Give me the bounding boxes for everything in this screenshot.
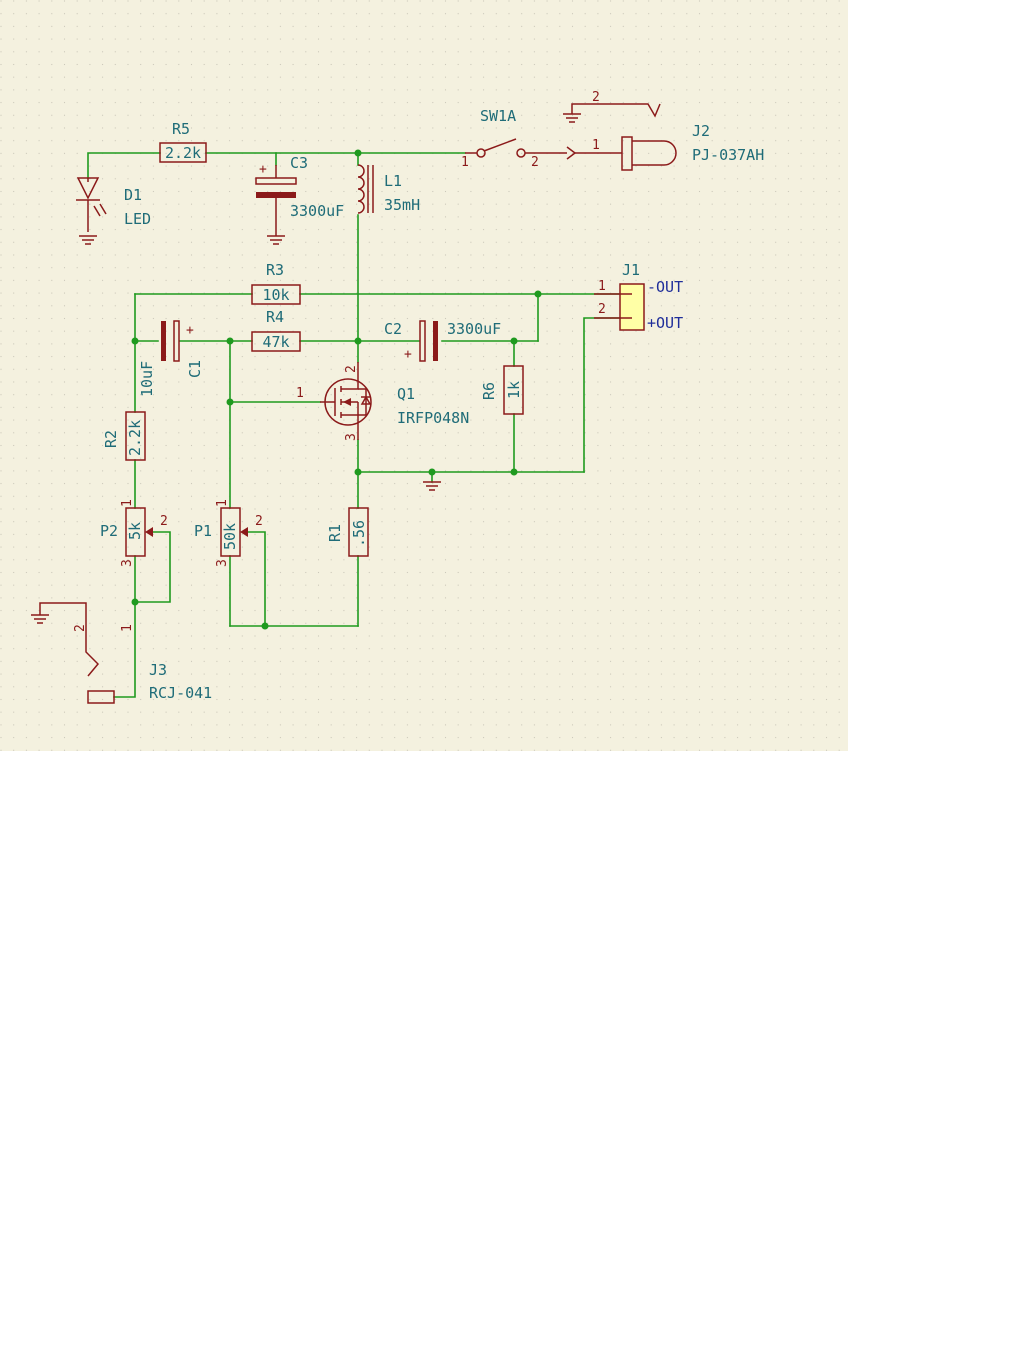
resistor-r3[interactable]: 10k R3 xyxy=(251,261,301,305)
resistor-r5[interactable]: 2.2k R5 xyxy=(159,120,207,163)
potentiometer-p1[interactable]: 50k P1 1 2 3 xyxy=(194,499,263,567)
jack-j2[interactable]: 2 1 J2 PJ-037AH xyxy=(563,90,764,171)
c1-value: 10uF xyxy=(138,361,156,397)
schematic-sheet: 2.2k R5 D1 LED + C3 3300uF L1 35mH xyxy=(0,0,848,751)
l1-value: 35mH xyxy=(384,196,420,214)
j2-pin2: 2 xyxy=(592,90,600,105)
sw1a-ref: SW1A xyxy=(480,107,516,125)
r6-ref: R6 xyxy=(480,382,498,400)
p2-pin1: 1 xyxy=(120,499,135,507)
q1-ref: Q1 xyxy=(397,385,415,403)
ground-symbol-main xyxy=(423,481,441,491)
p2-pin3: 3 xyxy=(120,559,135,567)
q1-pin2: 2 xyxy=(344,365,359,373)
net-label-out-neg: -OUT xyxy=(647,278,683,296)
c1-plus: + xyxy=(186,323,194,338)
switch-sw1a[interactable]: SW1A 1 2 xyxy=(461,107,567,170)
j3-pin2: 2 xyxy=(73,624,88,632)
p1-pin1: 1 xyxy=(215,499,230,507)
r5-ref: R5 xyxy=(172,120,190,138)
capacitor-c3[interactable]: + C3 3300uF xyxy=(255,154,344,245)
d1-ref: D1 xyxy=(124,186,142,204)
resistor-r4[interactable]: 47k R4 xyxy=(251,308,301,352)
sheet-grid xyxy=(0,0,848,751)
c2-ref: C2 xyxy=(384,320,402,338)
r4-ref: R4 xyxy=(266,308,284,326)
c3-ref: C3 xyxy=(290,154,308,172)
p2-value: 5k xyxy=(126,522,144,540)
j3-pin1: 1 xyxy=(120,624,135,632)
resistor-r6[interactable]: 1k R6 xyxy=(480,365,524,415)
p2-ref: P2 xyxy=(100,522,118,540)
j1-pin1: 1 xyxy=(598,279,606,294)
c3-plus: + xyxy=(259,162,267,177)
r4-value: 47k xyxy=(262,333,289,351)
r3-ref: R3 xyxy=(266,261,284,279)
inductor-l1[interactable]: L1 35mH xyxy=(357,164,420,214)
p1-pin2: 2 xyxy=(255,514,263,529)
led-d1[interactable]: D1 LED xyxy=(76,177,151,245)
p1-ref: P1 xyxy=(194,522,212,540)
j1-ref: J1 xyxy=(622,261,640,279)
net-label-out-pos: +OUT xyxy=(647,314,683,332)
q1-pin1: 1 xyxy=(296,386,304,401)
q1-value: IRFP048N xyxy=(397,409,469,427)
r2-ref: R2 xyxy=(102,430,120,448)
r2-value: 2.2k xyxy=(126,420,144,456)
jack-j3[interactable]: 2 1 J3 RCJ-041 xyxy=(31,602,212,704)
junctions xyxy=(131,149,542,630)
j3-ref: J3 xyxy=(149,661,167,679)
p1-pin3: 3 xyxy=(215,559,230,567)
sw1a-pin2: 2 xyxy=(531,155,539,170)
q1-pin3: 3 xyxy=(344,433,359,441)
j3-value: RCJ-041 xyxy=(149,684,212,702)
j2-pin1: 1 xyxy=(592,138,600,153)
capacitor-c1[interactable]: + C1 10uF xyxy=(138,320,204,397)
r5-value: 2.2k xyxy=(165,144,201,162)
c3-value: 3300uF xyxy=(290,202,344,220)
j1-pin2: 2 xyxy=(598,302,606,317)
c2-value: 3300uF xyxy=(447,320,501,338)
l1-ref: L1 xyxy=(384,172,402,190)
p2-pin2: 2 xyxy=(160,514,168,529)
r3-value: 10k xyxy=(262,286,289,304)
c1-ref: C1 xyxy=(186,360,204,378)
resistor-r1[interactable]: .56 R1 xyxy=(326,507,369,557)
d1-value: LED xyxy=(124,210,151,228)
sw1a-pin1: 1 xyxy=(461,155,469,170)
connector-j1[interactable]: 1 2 J1 -OUT +OUT xyxy=(594,261,683,332)
capacitor-c2[interactable]: + C2 3300uF xyxy=(384,320,501,362)
resistor-r2[interactable]: 2.2k R2 xyxy=(102,411,146,461)
potentiometer-p2[interactable]: 5k P2 1 2 3 xyxy=(100,499,168,567)
j2-ref: J2 xyxy=(692,122,710,140)
j2-value: PJ-037AH xyxy=(692,146,764,164)
p1-value: 50k xyxy=(221,523,239,550)
c2-plus: + xyxy=(404,347,412,362)
r1-value: .56 xyxy=(350,520,368,547)
r6-value: 1k xyxy=(505,381,523,399)
mosfet-q1[interactable]: 1 2 3 Q1 IRFP048N xyxy=(296,362,469,441)
r1-ref: R1 xyxy=(326,524,344,542)
